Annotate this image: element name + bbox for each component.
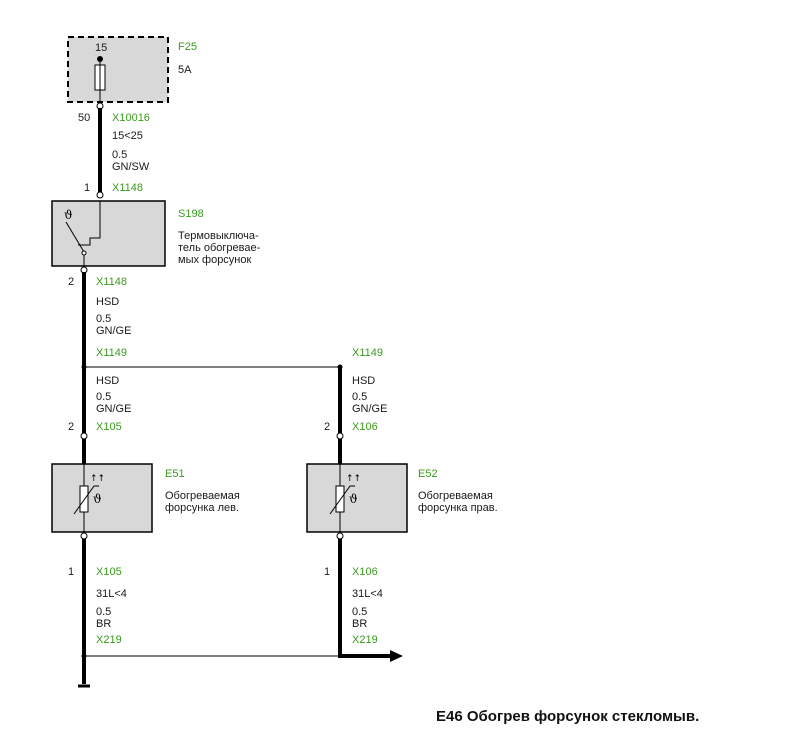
fuse-box (67, 36, 169, 103)
switch-description: Термовыключа- (178, 230, 259, 242)
ground-spec-line: BR (352, 618, 367, 630)
switch-step (78, 225, 101, 246)
e52-pin-in: 2 (324, 421, 330, 433)
e51-description: форсунка лев. (165, 502, 239, 514)
e51-description: Обогреваемая (165, 490, 240, 502)
temperature-symbol-icon: ϑ (349, 492, 358, 506)
e51-box (51, 463, 153, 533)
e52-pin-out: 1 (324, 566, 330, 578)
wire-spec-line: 0.5 (112, 149, 127, 161)
connector-x1148-in: X1148 (112, 182, 143, 194)
wire-spec-line: HSD (96, 296, 119, 308)
switch-contact-point (81, 250, 87, 256)
switch-description: тель обогревае- (178, 242, 261, 254)
connector-pin (96, 191, 104, 199)
diagram-caption: E46 Обогрев форсунок стекломыв. (436, 708, 700, 725)
wire-spec-line: GN/GE (96, 325, 131, 337)
connector-x105-in: X105 (96, 421, 122, 433)
ground-spec-line: 31L<4 (352, 588, 383, 600)
ground-spec-line: 0.5 (96, 606, 111, 618)
wire-spec-line: HSD (352, 375, 375, 387)
connector-x106-in: X106 (352, 421, 378, 433)
connector-x1149-left: X1149 (96, 347, 127, 359)
wire-spec-line: GN/SW (112, 161, 150, 173)
connector-x219-right: X219 (352, 634, 378, 646)
e51-pin-in: 2 (68, 421, 74, 433)
e52-description: форсунка прав. (418, 502, 498, 514)
switch-pin-out: 2 (68, 276, 74, 288)
ground-node (81, 653, 87, 659)
connector-x10016: X10016 (112, 112, 150, 124)
wire-spec-line: 0.5 (96, 313, 111, 325)
ground-spec-line: BR (96, 618, 111, 630)
continuation-arrow-icon (390, 650, 403, 662)
ground-spec-line: 0.5 (352, 606, 367, 618)
e51-pin-out: 1 (68, 566, 74, 578)
connector-x219-left: X219 (96, 634, 122, 646)
fuse-rating: 5A (178, 64, 192, 76)
wire-spec-line: 0.5 (96, 391, 111, 403)
wire-spec-line: 15<25 (112, 130, 143, 142)
connector-x1148-out: X1148 (96, 276, 127, 288)
heater-resistor-icon (79, 485, 89, 513)
fuse-terminal-in: 15 (95, 42, 107, 54)
wire-spec-line: 0.5 (352, 391, 367, 403)
temperature-symbol-icon: ϑ (64, 208, 73, 222)
e51-id: E51 (165, 468, 185, 480)
e52-description: Обогреваемая (418, 490, 493, 502)
heat-arrows-icon: ↑↑ (346, 474, 361, 484)
switch-box (51, 200, 166, 267)
connector-x1149-right: X1149 (352, 347, 383, 359)
wire-spec-line: HSD (96, 375, 119, 387)
wire-spec-line: GN/GE (352, 403, 387, 415)
connector-x106-out: X106 (352, 566, 378, 578)
e52-id: E52 (418, 468, 438, 480)
connector-pin (336, 432, 344, 440)
variable-resistor-slash (73, 485, 99, 515)
switch-id: S198 (178, 208, 204, 220)
connector-x105-out: X105 (96, 566, 122, 578)
connector-pin (336, 532, 344, 540)
variable-resistor-slash (329, 485, 355, 515)
e52-box (306, 463, 408, 533)
ground-spec-line: 31L<4 (96, 588, 127, 600)
fuse-id: F25 (178, 41, 197, 53)
heat-arrows-icon: ↑↑ (90, 474, 105, 484)
fuse-terminal-out: 50 (78, 112, 90, 124)
switch-contact (65, 221, 85, 253)
temperature-symbol-icon: ϑ (93, 492, 102, 506)
switch-pin-in: 1 (84, 182, 90, 194)
heater-resistor-icon (335, 485, 345, 513)
connector-pin (80, 532, 88, 540)
switch-description: мых форсунок (178, 254, 252, 266)
wire-spec-line: GN/GE (96, 403, 131, 415)
connector-pin (80, 432, 88, 440)
